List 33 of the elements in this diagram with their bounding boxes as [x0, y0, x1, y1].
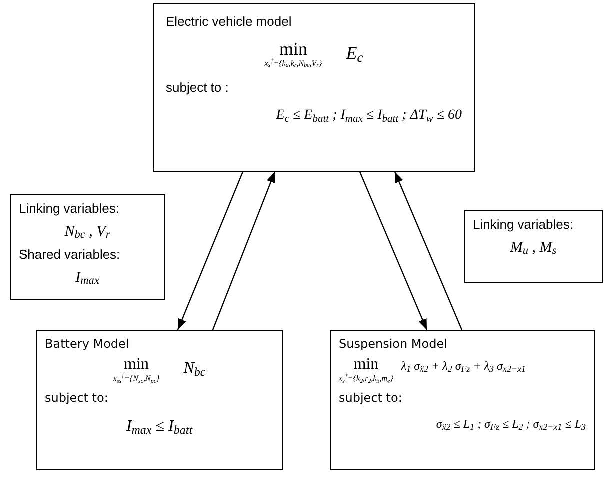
- objective-function: λ$_{1}$ σ$_{ẍ2}$ + λ$_{2}$ σ$_{Fz}$ + λ$_{3}$ σ$_{x2−x1}$: [401, 358, 526, 375]
- model-box: [330, 330, 595, 470]
- min-operator: min: [354, 357, 379, 373]
- decision-variables: x$_{s}$$^{†}$={k$_{2}$,r$_{2}$,k$_{3}$,m$_{e}$}: [339, 373, 394, 385]
- variables-box: [464, 210, 603, 283]
- objective-function: N$_{bc}$: [184, 359, 206, 381]
- model-title: Battery Model: [45, 336, 130, 353]
- arrow: [359, 172, 428, 330]
- constraints: E$_{c}$ ≤ E$_{batt}$ ; I$_{max}$ ≤ I$_{batt}$ ; ΔT$_{w}$ ≤ 60: [276, 107, 462, 126]
- arrow: [177, 172, 244, 330]
- constraints: σ$_{ẍ2}$ ≤ L$_{1}$ ; σ$_{Fz}$ ≤ L$_{2}$ ; σ$_{x2−x1}$ ≤ L$_{3}$: [436, 416, 586, 433]
- subject-to-label: subject to:: [339, 390, 404, 407]
- model-box: [153, 3, 475, 172]
- min-operator: min: [124, 357, 149, 373]
- min-operator: min: [279, 40, 308, 58]
- constraints: I$_{max}$ ≤ I$_{batt}$: [125, 417, 194, 439]
- arrow: [212, 172, 276, 330]
- variable-names: N$_{bc}$ , V$_{r}$: [64, 222, 112, 244]
- objective-function: E$_{c}$: [346, 42, 364, 66]
- decision-variables: x$_{ss}$$^{†}$={N$_{sc}$,N$_{pc}$}: [113, 373, 160, 385]
- variable-names: M$_{u}$ , M$_{s}$: [509, 238, 558, 260]
- subject-to-label: subject to:: [45, 390, 110, 407]
- model-box: [36, 330, 283, 470]
- variables-heading: Shared variables:: [19, 246, 122, 264]
- arrow: [394, 172, 463, 330]
- subject-to-label: subject to :: [166, 78, 230, 97]
- variables-heading: Linking variables:: [19, 200, 120, 218]
- decision-variables: x$_{s}$$^{†}$={k$_{a}$,k$_{r}$,N$_{bc}$,V$_{r}$}: [264, 58, 322, 70]
- variables-heading: Linking variables:: [473, 216, 574, 234]
- variables-box: [10, 194, 165, 300]
- model-title: Suspension Model: [339, 336, 448, 353]
- model-title: Electric vehicle model: [166, 13, 293, 31]
- variable-names: I$_{max}$: [74, 268, 100, 290]
